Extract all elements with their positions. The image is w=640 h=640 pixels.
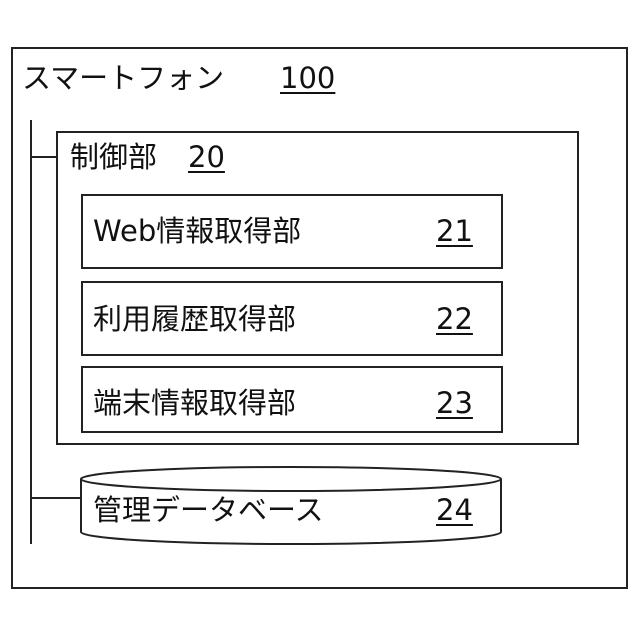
- database-label: 管理データベース: [93, 496, 324, 525]
- database-ref: 24: [436, 496, 473, 525]
